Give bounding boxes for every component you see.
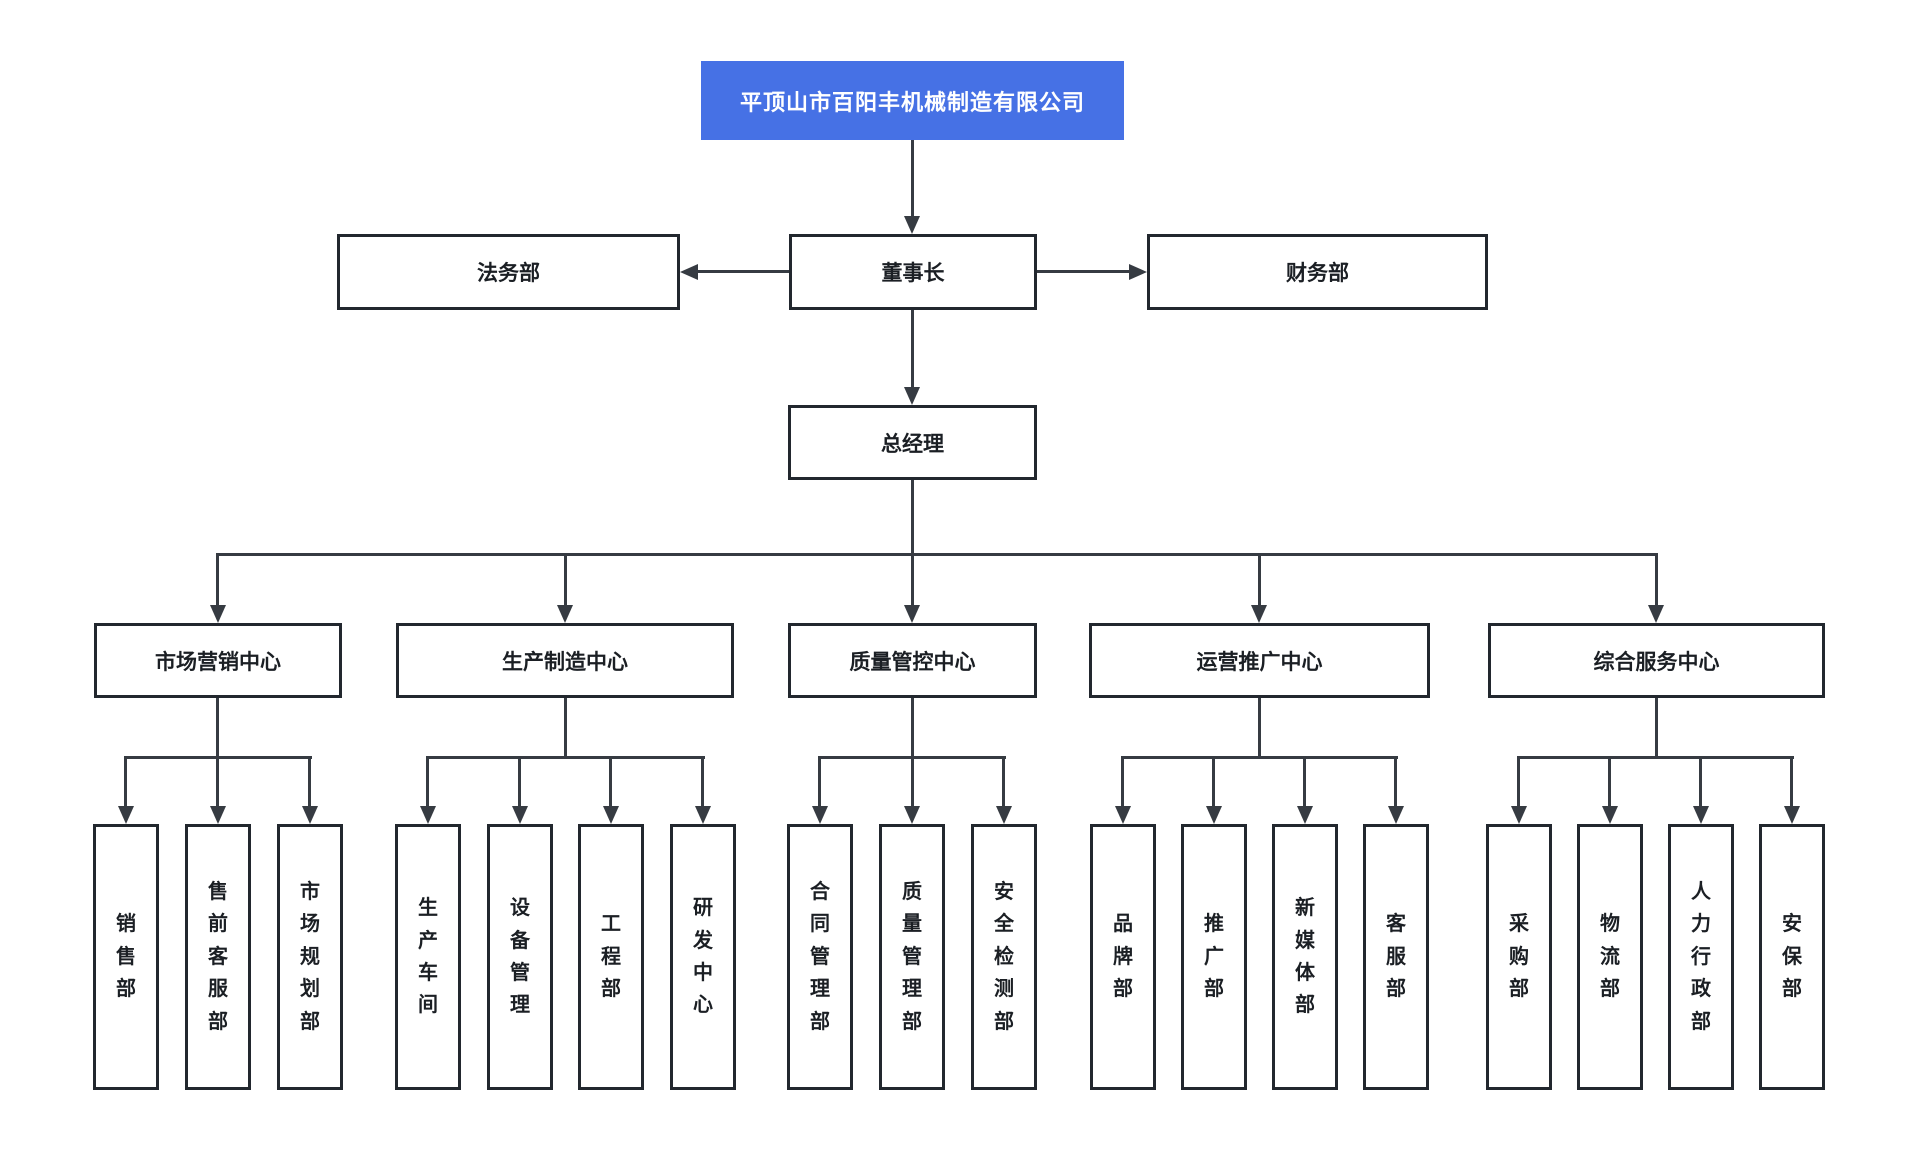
- node-dept-procurement: 采 购 部: [1486, 824, 1552, 1090]
- connector-drop-dept: [1699, 756, 1702, 808]
- rail-group-2: [426, 756, 705, 759]
- arrow-down-icon: [1388, 806, 1404, 824]
- node-center-production: 生产制造中心: [396, 623, 734, 698]
- connector-drop-dept: [426, 756, 429, 808]
- node-dept-market-planning: 市 场 规 划 部: [277, 824, 343, 1090]
- arrow-down-icon: [1206, 806, 1222, 824]
- arrow-down-icon: [1602, 806, 1618, 824]
- arrow-down-icon: [1511, 806, 1527, 824]
- connector-drop-center: [1655, 553, 1658, 607]
- arrow-down-icon: [118, 806, 134, 824]
- node-dept-equipment-mgmt: 设 备 管 理: [487, 824, 553, 1090]
- connector-drop-dept: [124, 756, 127, 808]
- connector-center-stub: [216, 698, 219, 759]
- arrow-down-icon: [812, 806, 828, 824]
- node-dept-customer-service: 客 服 部: [1363, 824, 1429, 1090]
- arrow-left-icon: [680, 264, 698, 280]
- rail-group-4: [1121, 756, 1398, 759]
- connector-company-chairman: [911, 140, 914, 218]
- connector-drop-dept: [1002, 756, 1005, 808]
- connector-drop-dept: [1212, 756, 1215, 808]
- node-dept-logistics: 物 流 部: [1577, 824, 1643, 1090]
- arrow-down-icon: [420, 806, 436, 824]
- node-dept-production-workshop: 生 产 车 间: [395, 824, 461, 1090]
- connector-drop-dept: [1608, 756, 1611, 808]
- node-dept-brand: 品 牌 部: [1090, 824, 1156, 1090]
- node-dept-hr-admin: 人 力 行 政 部: [1668, 824, 1734, 1090]
- node-dept-quality-mgmt: 质 量 管 理 部: [879, 824, 945, 1090]
- rail-centers: [216, 553, 1658, 556]
- connector-center-stub: [1655, 698, 1658, 759]
- connector-drop-dept: [701, 756, 704, 808]
- connector-drop-dept: [1121, 756, 1124, 808]
- arrow-right-icon: [1129, 264, 1147, 280]
- connector-drop-dept: [818, 756, 821, 808]
- connector-chairman-legal: [698, 270, 789, 273]
- arrow-down-icon: [1648, 605, 1664, 623]
- node-chairman: 董事长: [789, 234, 1037, 310]
- connector-chairman-gm: [911, 310, 914, 389]
- arrow-down-icon: [904, 605, 920, 623]
- connector-drop-center: [911, 553, 914, 607]
- node-center-operations: 运营推广中心: [1089, 623, 1430, 698]
- node-dept-security: 安 保 部: [1759, 824, 1825, 1090]
- node-dept-contract-mgmt: 合 同 管 理 部: [787, 824, 853, 1090]
- arrow-down-icon: [996, 806, 1012, 824]
- arrow-down-icon: [904, 216, 920, 234]
- node-legal-dept: 法务部: [337, 234, 680, 310]
- arrow-down-icon: [1115, 806, 1131, 824]
- connector-drop-center: [216, 553, 219, 607]
- arrow-down-icon: [1693, 806, 1709, 824]
- connector-center-stub: [911, 698, 914, 759]
- arrow-down-icon: [512, 806, 528, 824]
- connector-drop-dept: [1517, 756, 1520, 808]
- arrow-down-icon: [904, 387, 920, 405]
- node-center-quality: 质量管控中心: [788, 623, 1037, 698]
- connector-drop-dept: [518, 756, 521, 808]
- node-dept-engineering: 工 程 部: [578, 824, 644, 1090]
- arrow-down-icon: [210, 806, 226, 824]
- arrow-down-icon: [1251, 605, 1267, 623]
- connector-drop-center: [1258, 553, 1261, 607]
- connector-drop-dept: [1394, 756, 1397, 808]
- arrow-down-icon: [557, 605, 573, 623]
- arrow-down-icon: [695, 806, 711, 824]
- node-dept-promotion: 推 广 部: [1181, 824, 1247, 1090]
- arrow-down-icon: [603, 806, 619, 824]
- connector-drop-dept: [216, 756, 219, 808]
- arrow-down-icon: [302, 806, 318, 824]
- rail-group-5: [1517, 756, 1794, 759]
- arrow-down-icon: [904, 806, 920, 824]
- arrow-down-icon: [210, 605, 226, 623]
- connector-center-stub: [1258, 698, 1261, 759]
- connector-center-stub: [564, 698, 567, 759]
- arrow-down-icon: [1297, 806, 1313, 824]
- node-dept-rnd-center: 研 发 中 心: [670, 824, 736, 1090]
- connector-drop-dept: [911, 756, 914, 808]
- node-dept-sales: 销 售 部: [93, 824, 159, 1090]
- node-center-services: 综合服务中心: [1488, 623, 1825, 698]
- arrow-down-icon: [1784, 806, 1800, 824]
- node-dept-presales-service: 售 前 客 服 部: [185, 824, 251, 1090]
- connector-chairman-finance: [1037, 270, 1129, 273]
- connector-gm-rail: [911, 480, 914, 556]
- connector-drop-center: [564, 553, 567, 607]
- node-dept-safety-inspection: 安 全 检 测 部: [971, 824, 1037, 1090]
- node-dept-new-media: 新 媒 体 部: [1272, 824, 1338, 1090]
- connector-drop-dept: [308, 756, 311, 808]
- node-general-manager: 总经理: [788, 405, 1037, 480]
- connector-drop-dept: [1790, 756, 1793, 808]
- node-center-marketing: 市场营销中心: [94, 623, 342, 698]
- node-company: 平顶山市百阳丰机械制造有限公司: [701, 61, 1124, 140]
- connector-drop-dept: [1303, 756, 1306, 808]
- node-finance-dept: 财务部: [1147, 234, 1488, 310]
- connector-drop-dept: [609, 756, 612, 808]
